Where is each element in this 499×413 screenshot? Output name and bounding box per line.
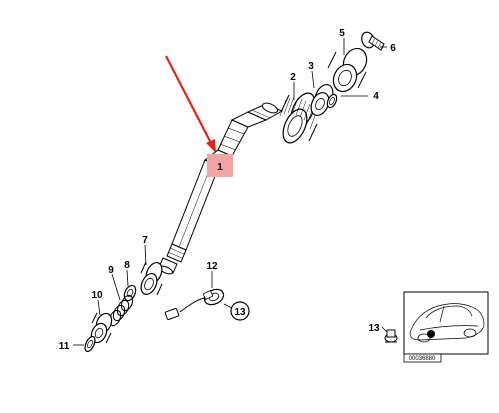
callout-12: 12 xyxy=(206,261,218,272)
sensor-part-12 xyxy=(164,288,225,321)
callout-2: 2 xyxy=(290,72,296,83)
callout-13: 13 xyxy=(234,307,246,318)
leader-lines xyxy=(73,38,389,346)
ring-part-4 xyxy=(326,93,338,109)
spring-part-9 xyxy=(108,294,134,327)
diagram-reference-code: 00036880 xyxy=(409,356,436,362)
clip-ring-part-8 xyxy=(123,284,137,302)
callout-6: 6 xyxy=(390,43,396,54)
callout-1: 1 xyxy=(217,162,223,173)
steering-shaft xyxy=(158,102,284,275)
callout-4: 4 xyxy=(373,91,379,102)
callout-13-circled: 13 xyxy=(230,301,250,321)
callout-7: 7 xyxy=(142,235,148,246)
callout-11: 11 xyxy=(59,341,70,352)
callout-labels: 1 2 3 4 5 6 7 8 9 10 11 12 xyxy=(59,28,397,352)
upper-housing-part-5 xyxy=(327,47,368,93)
callout-13-inset: 13 xyxy=(368,323,380,334)
bearing-sleeve-part-7 xyxy=(140,261,163,296)
callout-8: 8 xyxy=(124,260,130,271)
bush-part-10 xyxy=(90,312,113,344)
red-pointer-arrow xyxy=(165,55,216,153)
callout-3: 3 xyxy=(308,61,314,72)
part-13-detail: 13 xyxy=(368,323,398,343)
bolt-part-6 xyxy=(361,31,385,51)
location-marker xyxy=(427,330,435,338)
callout-5: 5 xyxy=(339,28,345,39)
callout-9: 9 xyxy=(108,265,114,276)
vehicle-inset: 00036880 xyxy=(403,291,489,363)
car-outline xyxy=(409,303,485,343)
gear-housing-part-2 xyxy=(279,92,318,144)
callout-10: 10 xyxy=(91,290,103,301)
callout-1-highlight xyxy=(207,154,233,177)
washer-part-11 xyxy=(84,335,96,353)
